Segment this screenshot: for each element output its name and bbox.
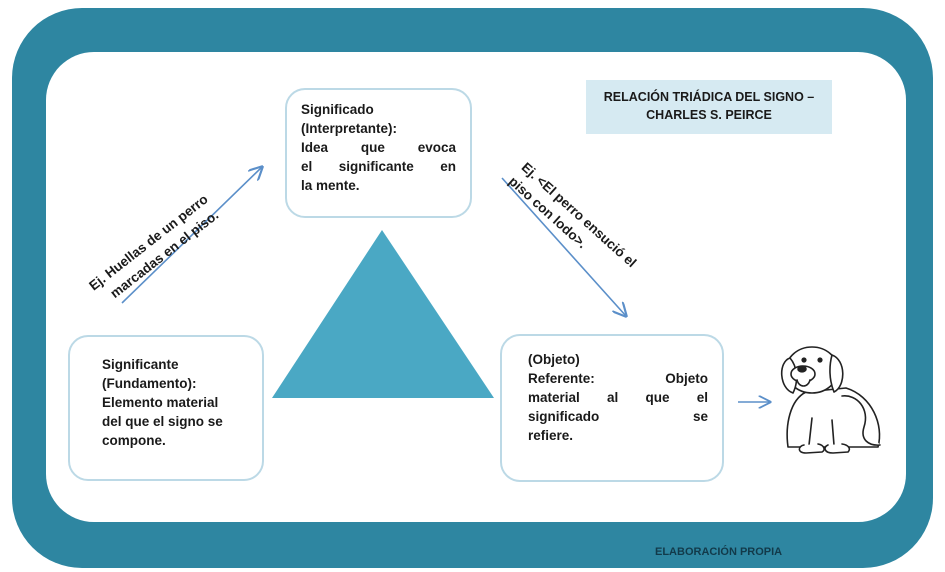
box-line: Significado: [301, 102, 374, 117]
triangle-shape: [272, 230, 494, 398]
box-line: material al que el: [528, 390, 708, 405]
box-line: (Interpretante):: [301, 121, 398, 136]
arrow-to-significado: [121, 167, 262, 304]
box-line: (Objeto): [528, 352, 580, 367]
arrow-to-objeto: [501, 177, 626, 316]
dog-icon: [780, 346, 881, 454]
significante-box: Significante (Fundamento): Elemento mate…: [68, 335, 264, 481]
title-line: CHARLES S. PEIRCE: [646, 108, 772, 122]
box-line: la mente.: [301, 178, 360, 193]
credit-label: ELABORACIÓN PROPIA: [655, 546, 783, 558]
box-line: Significante: [102, 357, 179, 372]
objeto-box: (Objeto) Referente: Objeto material al q…: [500, 334, 724, 482]
box-line: Elemento material: [102, 395, 219, 410]
box-line: significado se: [528, 409, 708, 424]
box-line: el significante en: [301, 159, 456, 174]
box-line: Referente: Objeto: [528, 371, 708, 386]
box-line: Idea que evoca: [301, 140, 456, 155]
box-line: refiere.: [528, 428, 574, 443]
diagram-title: RELACIÓN TRIÁDICA DEL SIGNO – CHARLES S.…: [586, 80, 832, 134]
title-line: RELACIÓN TRIÁDICA DEL SIGNO –: [603, 90, 815, 104]
box-line: (Fundamento):: [102, 376, 197, 391]
box-line: compone.: [102, 433, 166, 448]
box-line: del que el signo se: [102, 414, 223, 429]
significado-box: Significado (Interpretante): Idea que ev…: [285, 88, 472, 218]
